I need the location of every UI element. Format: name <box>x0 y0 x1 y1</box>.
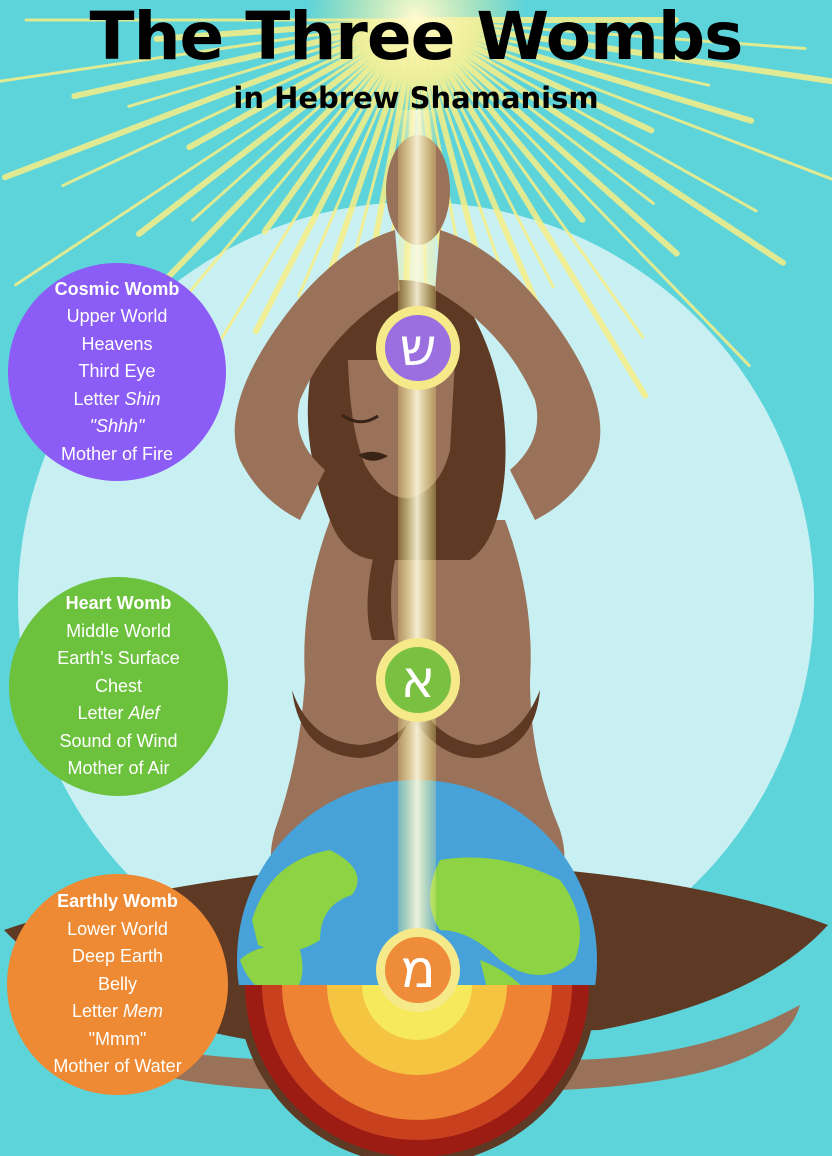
heart-womb-circle: Heart Womb Middle World Earth's Surface … <box>9 577 228 796</box>
earthly-womb-body: Belly <box>97 973 137 994</box>
lips <box>358 451 388 461</box>
cosmic-womb-realm: Heavens <box>81 333 153 354</box>
cosmic-womb-body: Third Eye <box>78 361 156 382</box>
shin-letter-icon: ש <box>376 306 460 390</box>
cosmic-womb-mother: Mother of Fire <box>60 443 174 464</box>
cosmic-womb-title: Cosmic Womb <box>54 278 180 299</box>
alef-letter-icon: א <box>376 638 460 722</box>
legs <box>40 1005 800 1090</box>
earthly-womb-realm: Deep Earth <box>71 946 164 967</box>
heart-womb-body: Chest <box>94 675 143 696</box>
earthly-womb-mother: Mother of Water <box>53 1056 182 1077</box>
earthly-womb-letter-line: Letter Mem <box>72 998 163 1026</box>
heart-womb-letter-line: Letter Alef <box>77 700 159 728</box>
heart-womb-letter: Alef <box>128 703 160 724</box>
letter-prefix: Letter <box>73 388 120 409</box>
earthly-womb-letter: Mem <box>123 1001 164 1022</box>
page-title: The Three Wombs <box>89 0 744 75</box>
cosmic-womb-letter: Shin <box>124 388 161 409</box>
heart-womb-realm: Earth's Surface <box>57 648 180 669</box>
left-arm <box>234 230 400 520</box>
cosmic-womb-sound: "Shhh" <box>90 413 145 441</box>
heart-womb-sound: Sound of Wind <box>59 730 178 751</box>
closed-eye <box>341 413 379 424</box>
earthly-womb-sound: "Mmm" <box>88 1028 147 1049</box>
earthly-womb-circle: Earthly Womb Lower World Deep Earth Bell… <box>7 874 228 1095</box>
cosmic-womb-world: Upper World <box>66 306 168 327</box>
cosmic-womb-sound-text: "Shhh" <box>89 416 145 437</box>
earthly-womb-title: Earthly Womb <box>57 891 178 912</box>
heart-womb-world: Middle World <box>66 620 171 641</box>
light-beam <box>398 110 436 960</box>
page-subtitle: in Hebrew Shamanism <box>233 81 599 115</box>
letter-prefix: Letter <box>77 703 124 724</box>
heart-womb-title: Heart Womb <box>65 593 172 614</box>
cosmic-womb-letter-line: Letter Shin <box>73 386 160 414</box>
mem-letter-icon: מ <box>376 928 460 1012</box>
cosmic-womb-circle: Cosmic Womb Upper World Heavens Third Ey… <box>8 263 226 481</box>
earthly-womb-world: Lower World <box>67 918 168 939</box>
hair-strand <box>367 530 400 640</box>
heart-womb-mother: Mother of Air <box>67 758 170 779</box>
letter-prefix: Letter <box>71 1001 118 1022</box>
right-arm <box>435 230 601 520</box>
sun-glow <box>306 0 526 128</box>
